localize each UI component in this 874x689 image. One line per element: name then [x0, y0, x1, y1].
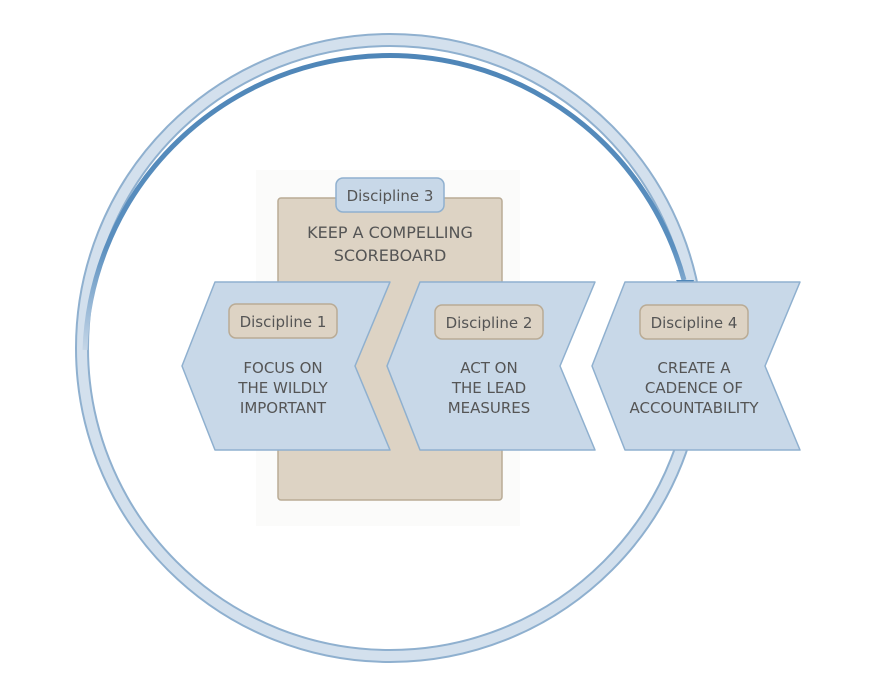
discipline-1-badge	[228, 303, 338, 339]
discipline-1-chevron: Discipline 1 FOCUS ON THE WILDLY IMPORTA…	[181, 281, 391, 451]
discipline-2-badge	[434, 304, 544, 340]
discipline-1-line-3: IMPORTANT	[240, 399, 327, 417]
discipline-4-line-2: CADENCE OF	[645, 379, 743, 397]
discipline-1-label: Discipline 1	[240, 313, 327, 331]
discipline-3-line-1: KEEP A COMPELLING	[307, 223, 473, 242]
discipline-3-label: Discipline 3	[347, 187, 434, 205]
discipline-3-badge	[335, 177, 445, 213]
discipline-3-line-2: SCOREBOARD	[334, 246, 447, 265]
discipline-2-line-2: THE LEAD	[451, 379, 526, 397]
discipline-2-line-3: MEASURES	[448, 399, 531, 417]
discipline-4-label: Discipline 4	[651, 314, 738, 332]
discipline-1-line-2: THE WILDLY	[237, 379, 328, 397]
discipline-4-badge	[639, 304, 749, 340]
discipline-4-line-1: CREATE A	[657, 359, 731, 377]
discipline-4-chevron: Discipline 4 CREATE A CADENCE OF ACCOUNT…	[591, 281, 801, 451]
discipline-2-line-1: ACT ON	[460, 359, 517, 377]
discipline-2-label: Discipline 2	[446, 314, 533, 332]
discipline-2-chevron: Discipline 2 ACT ON THE LEAD MEASURES	[386, 281, 596, 451]
discipline-4-line-3: ACCOUNTABILITY	[629, 399, 759, 417]
discipline-1-line-1: FOCUS ON	[243, 359, 322, 377]
